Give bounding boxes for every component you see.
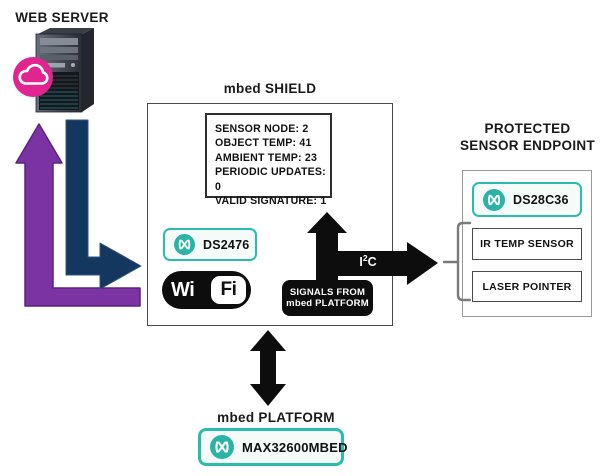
laser-pointer-box: LASER POINTER (472, 271, 582, 302)
i2c-end: C (367, 255, 377, 270)
device-label: IR TEMP SENSOR (480, 238, 574, 250)
mbed-platform-title: mbed PLATFORM (217, 410, 335, 425)
wifi-logo-icon: Wi Fi (162, 271, 251, 309)
max32600mbed-chip-label: MAX32600MBED (198, 428, 348, 466)
mbed-shield-title: mbed SHIELD (223, 81, 317, 96)
sensor-readout-line: SENSOR NODE: 2 (215, 123, 309, 135)
chip-name: DS28C36 (513, 192, 569, 207)
device-label: LASER POINTER (482, 280, 572, 293)
endpoint-title: PROTECTED SENSOR ENDPOINT (440, 120, 600, 154)
sensor-readout-box: SENSOR NODE: 2 OBJECT TEMP: 41 AMBIENT T… (205, 113, 332, 207)
wifi-fi-box: Fi (211, 276, 246, 304)
cloud-icon (13, 57, 53, 97)
maxim-logo-icon (210, 435, 234, 459)
sensor-readout-line: PERIODIC UPDATES: 0 (215, 166, 326, 193)
sensor-readout-line: OBJECT TEMP: 41 (215, 137, 312, 150)
web-server-label: WEB SERVER (15, 10, 109, 25)
signals-from-platform-box: SIGNALS FROM mbed PLATFORM (282, 280, 373, 316)
upload-arrow (15, 123, 141, 307)
wifi-wi-text: Wi (171, 278, 195, 301)
sensor-readout-line: VALID SIGNATURE: 1 (215, 195, 327, 208)
endpoint-title-line1: PROTECTED (484, 121, 571, 136)
ds28c36-chip-label: DS28C36 (472, 182, 582, 217)
signals-line2: mbed PLATFORM (286, 298, 369, 309)
shield-platform-arrow (250, 330, 286, 406)
sensor-readout-line: AMBIENT TEMP: 23 (215, 151, 318, 164)
chip-name: MAX32600MBED (242, 439, 348, 455)
maxim-logo-icon (174, 234, 195, 255)
endpoint-title-line2: SENSOR ENDPOINT (459, 138, 596, 153)
ir-temp-sensor-box: IR TEMP SENSOR (472, 228, 582, 260)
i2c-label: I2C (340, 253, 396, 269)
maxim-logo-icon (483, 188, 505, 211)
download-arrow (65, 119, 142, 290)
chip-name: DS2476 (203, 237, 250, 252)
ds2476-chip-label: DS2476 (163, 228, 257, 261)
signals-line1: SIGNALS FROM (289, 286, 366, 298)
wifi-fi-text: Fi (220, 279, 237, 300)
